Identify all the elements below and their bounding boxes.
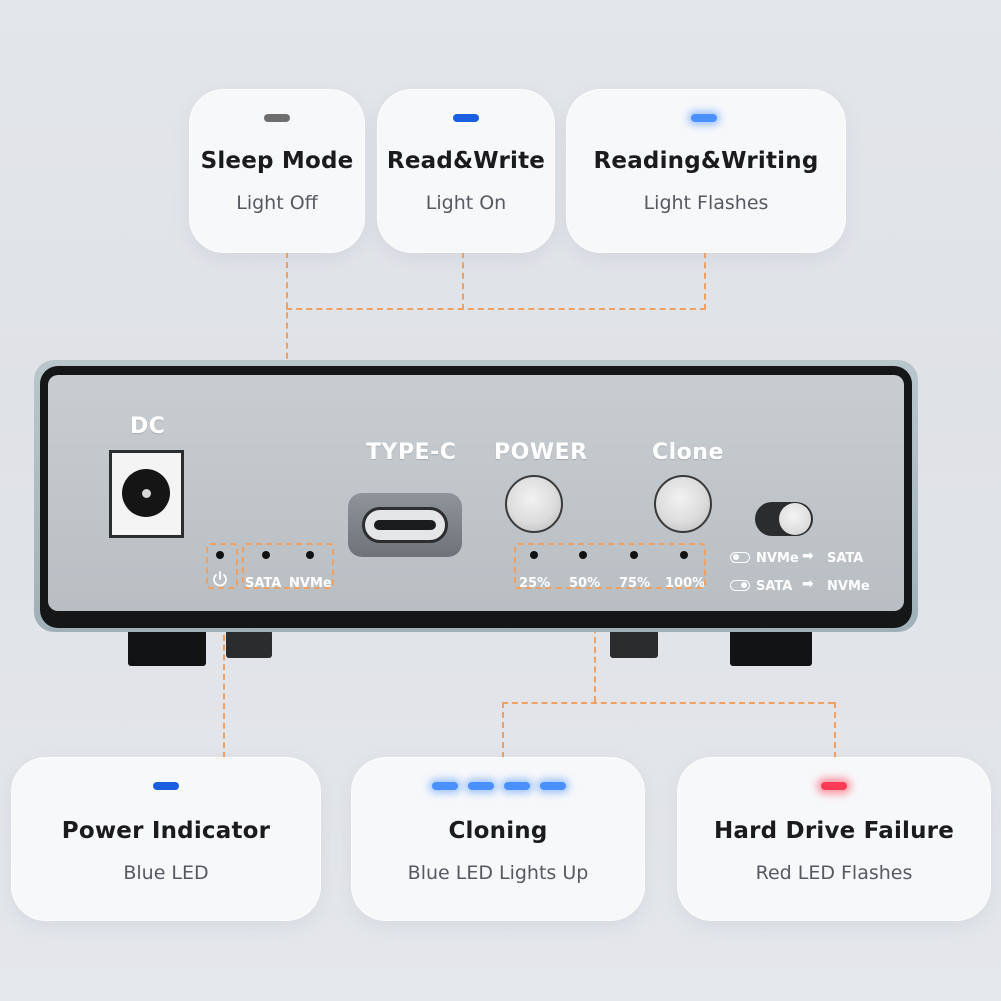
device-foot	[128, 626, 206, 666]
connector-line	[502, 702, 834, 704]
status-card-hard-drive-failure: Hard Drive Failure Red LED Flashes	[678, 758, 990, 920]
dc-port[interactable]	[109, 450, 184, 538]
led-indicator-icon	[691, 114, 717, 122]
card-title: Reading&Writing	[593, 148, 819, 174]
card-subtitle: Blue LED	[123, 862, 209, 884]
card-title: Power Indicator	[61, 818, 271, 844]
led-indicator-icon	[468, 782, 494, 790]
mode-switch[interactable]	[755, 502, 813, 536]
progress-led-highlight	[514, 543, 706, 589]
card-subtitle: Light Off	[236, 192, 318, 214]
card-subtitle: Blue LED Lights Up	[407, 862, 589, 884]
dc-label: DC	[130, 414, 166, 439]
led-indicator-icon	[264, 114, 290, 122]
progress-led-50	[579, 551, 587, 559]
led-indicator-icon	[432, 782, 458, 790]
status-card-cloning: Cloning Blue LED Lights Up	[352, 758, 644, 920]
card-subtitle: Red LED Flashes	[755, 862, 913, 884]
progress-led-75	[630, 551, 638, 559]
connector-line	[502, 702, 504, 758]
device-foot	[610, 630, 658, 658]
mode-from-label: NVMe	[756, 551, 799, 566]
toggle-on-icon	[730, 580, 750, 591]
card-title: Hard Drive Failure	[713, 818, 955, 844]
arrow-right-icon: ➡	[802, 548, 814, 564]
device-foot	[226, 630, 272, 658]
device-foot	[730, 626, 812, 666]
typec-slot	[374, 520, 436, 530]
power-button[interactable]	[505, 475, 563, 533]
power-led	[216, 551, 224, 559]
arrow-right-icon: ➡	[802, 576, 814, 592]
connector-line	[594, 588, 596, 702]
card-subtitle: Light On	[425, 192, 507, 214]
toggle-off-icon	[730, 552, 750, 563]
status-card-reading-writing: Reading&Writing Light Flashes	[567, 90, 845, 252]
led-indicator-icon	[540, 782, 566, 790]
clone-button[interactable]	[654, 475, 712, 533]
drive-led-highlight	[242, 543, 334, 589]
power-icon	[211, 570, 229, 592]
clone-label: Clone	[652, 440, 724, 465]
progress-led-100	[680, 551, 688, 559]
device-front-panel	[48, 375, 904, 611]
progress-led-25	[530, 551, 538, 559]
connector-line	[223, 586, 225, 758]
connector-line	[704, 252, 706, 310]
card-title: Read&Write	[386, 148, 546, 174]
sata-led	[262, 551, 270, 559]
mode-from-label: SATA	[756, 579, 793, 594]
power-label: POWER	[494, 440, 588, 465]
connector-line	[286, 308, 706, 310]
typec-label: TYPE-C	[366, 440, 457, 465]
mode-to-label: NVMe	[827, 579, 870, 594]
led-indicator-icon	[453, 114, 479, 122]
connector-line	[462, 252, 464, 310]
status-card-sleep-mode: Sleep Mode Light Off	[190, 90, 364, 252]
card-title: Cloning	[448, 818, 548, 844]
led-indicator-icon	[821, 782, 847, 790]
led-indicator-icon	[504, 782, 530, 790]
card-title: Sleep Mode	[200, 148, 354, 174]
switch-knob	[779, 503, 811, 535]
card-subtitle: Light Flashes	[643, 192, 769, 214]
status-card-read-write: Read&Write Light On	[378, 90, 554, 252]
mode-to-label: SATA	[827, 551, 864, 566]
connector-line	[834, 702, 836, 758]
nvme-led	[306, 551, 314, 559]
status-card-power-indicator: Power Indicator Blue LED	[12, 758, 320, 920]
power-led-highlight	[206, 543, 238, 589]
led-indicator-icon	[153, 782, 179, 790]
